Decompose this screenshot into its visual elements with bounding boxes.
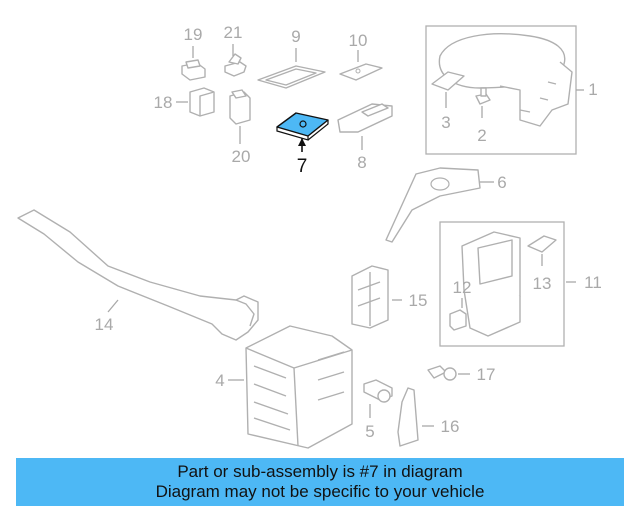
banner-line-2: Diagram may not be specific to your vehi… <box>155 482 485 501</box>
part-9-mat <box>257 65 326 89</box>
part-11-box <box>439 221 565 347</box>
part-18-switch <box>189 87 215 117</box>
part-20-switch <box>229 89 251 125</box>
callout-3: 3 <box>441 113 450 132</box>
part-21-clip <box>224 53 247 77</box>
part-14-duct <box>17 209 259 341</box>
part-2-screw <box>475 87 491 105</box>
callout-2: 2 <box>477 126 486 145</box>
callout-9: 9 <box>291 27 300 46</box>
callout-4: 4 <box>215 371 224 390</box>
part-12-clip <box>449 309 467 331</box>
callout-16: 16 <box>441 417 460 436</box>
part-16-cover <box>397 387 419 447</box>
callout-15: 15 <box>409 291 428 310</box>
part-13-pad <box>527 235 557 253</box>
part-4-housing <box>245 325 353 449</box>
callout-13: 13 <box>533 274 552 293</box>
part-1-armrest <box>438 33 573 127</box>
callout-5: 5 <box>365 422 374 441</box>
callout-12: 12 <box>453 278 472 297</box>
callout-10: 10 <box>349 31 368 50</box>
part-11-rear-panel <box>461 231 521 337</box>
part-6-panel <box>385 167 481 243</box>
callout-14: 14 <box>95 315 114 334</box>
callout-19: 19 <box>184 25 203 44</box>
callout-8: 8 <box>357 153 366 172</box>
callout-21: 21 <box>224 23 243 42</box>
part-10-mat <box>339 63 383 81</box>
callout-11: 11 <box>584 273 602 292</box>
banner-line-1: Part or sub-assembly is #7 in diagram <box>177 462 463 481</box>
part-15-bracket <box>351 265 389 329</box>
callout-1: 1 <box>588 80 597 99</box>
callout-18: 18 <box>154 93 173 112</box>
part-17-bolt <box>427 365 457 381</box>
part-3-pad <box>431 71 465 91</box>
callout-6: 6 <box>497 173 506 192</box>
part-7-mat-highlighted <box>276 112 329 141</box>
part-5-bolt <box>363 379 393 403</box>
callout-17: 17 <box>477 365 496 384</box>
info-banner: Part or sub-assembly is #7 in diagram Di… <box>16 458 624 506</box>
callout-7: 7 <box>297 156 308 177</box>
part-8-bracket <box>337 103 393 133</box>
part-19-clip <box>181 59 206 81</box>
callout-20: 20 <box>232 147 251 166</box>
